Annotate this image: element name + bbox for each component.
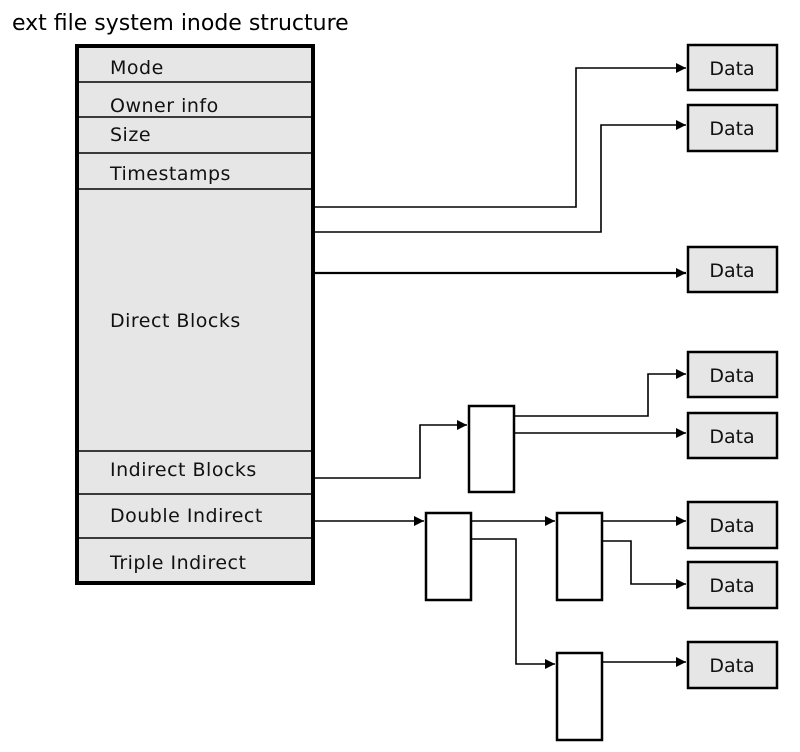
data-block: Data [686, 640, 779, 690]
data-label: Data [709, 426, 754, 448]
field-double-indirect: Double Indirect [110, 505, 263, 527]
field-size: Size [110, 124, 151, 146]
data-label: Data [709, 365, 754, 387]
data-block: Data [686, 560, 779, 610]
field-direct-blocks: Direct Blocks [110, 310, 241, 332]
double-indirect-block-l1 [424, 511, 473, 602]
field-indirect-blocks: Indirect Blocks [110, 459, 257, 481]
direct-pointer-1 [313, 63, 686, 208]
diagram-title: ext file system inode structure [12, 11, 349, 36]
pointer-blocks [424, 404, 604, 742]
data-block: Data [686, 411, 779, 460]
field-timestamps: Timestamps [109, 163, 231, 185]
connectors [313, 63, 686, 669]
double-indirect-block-l2b [555, 651, 604, 742]
indirect-pointer [313, 420, 467, 479]
field-owner-info: Owner info [110, 95, 219, 117]
double-l1-to-l2b [471, 538, 555, 669]
data-label: Data [709, 515, 754, 537]
data-label: Data [709, 655, 754, 677]
data-block: Data [686, 43, 779, 92]
data-blocks: Data Data Data Data Data Data Data Data [686, 43, 779, 690]
data-block: Data [686, 103, 779, 153]
data-block: Data [686, 245, 779, 294]
double-indirect-block-l2a [555, 511, 604, 602]
single-indirect-block [467, 404, 516, 494]
indirect-to-data-1 [514, 369, 686, 417]
data-label: Data [709, 58, 754, 80]
data-block: Data [686, 500, 779, 550]
field-mode: Mode [110, 57, 164, 79]
l2a-to-data-2 [602, 540, 686, 589]
inode-table: Mode Owner info Size Timestamps Direct B… [75, 44, 315, 585]
field-triple-indirect: Triple Indirect [109, 552, 246, 574]
data-label: Data [709, 118, 754, 140]
data-label: Data [709, 260, 754, 282]
data-block: Data [686, 350, 779, 399]
data-label: Data [709, 575, 754, 597]
direct-pointer-2 [313, 120, 686, 233]
